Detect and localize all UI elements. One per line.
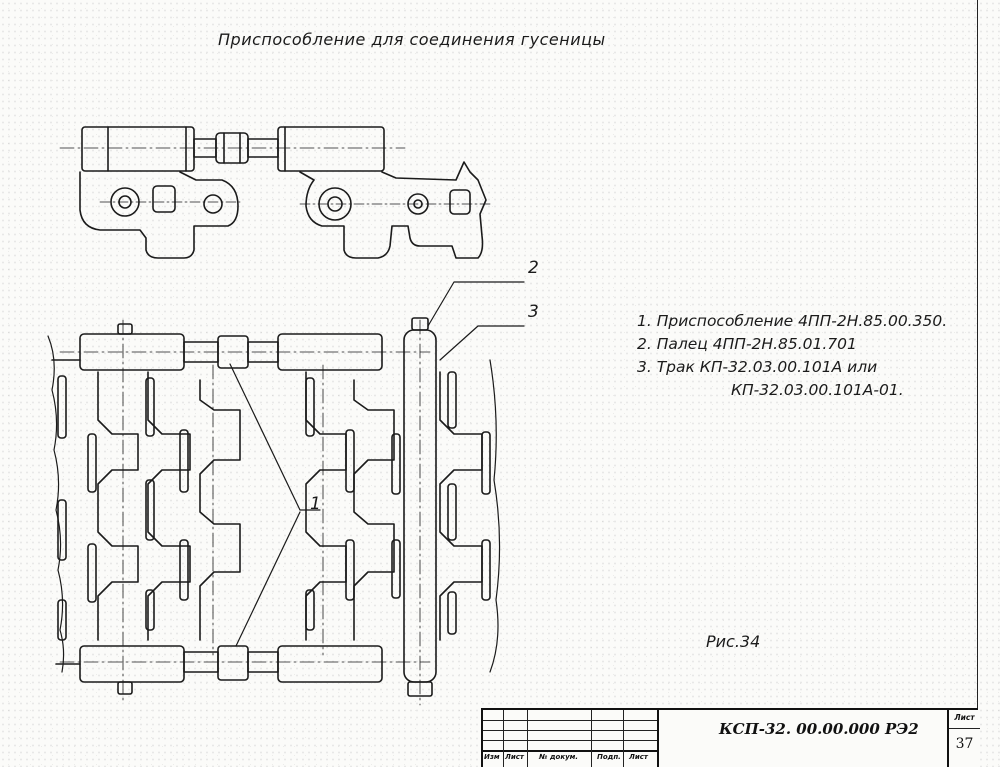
leader-2 [427,281,525,327]
right-link-profile [299,161,487,259]
frame-border [977,0,978,767]
device-bottom-left-housing [79,645,185,683]
revision-table: Изм Лист № докум. Подп. Лист [483,710,659,767]
figure-label: Рис.34 [706,632,761,651]
legend-item-2: 2. Палец 4ПП-2Н.85.01.701 [637,335,857,353]
callout-3: 3 [528,302,539,322]
track-edge-left [47,335,65,673]
leader-1b [235,511,301,647]
sheet-number-cell: Лист 37 [947,710,980,767]
left-housing [81,126,195,172]
link-right-serpentine [439,371,483,641]
leader-1a [229,363,321,511]
track-edge-right [489,359,501,673]
right-housing [277,126,385,172]
link-left-serpentine [97,371,139,641]
parts-legend: 1. Приспособление 4ПП-2Н.85.00.350. 2. П… [637,310,947,402]
title-block: Изм Лист № докум. Подп. Лист КСП-32. 00.… [481,708,980,767]
device-bottom-right-housing [277,645,383,683]
legend-item-3-alt: КП-32.03.00.101А-01. [731,381,904,399]
drawing-title: Приспособление для соединения гусеницы [218,30,606,49]
legend-item-1: 1. Приспособление 4ПП-2Н.85.00.350. [637,312,948,330]
sheet-label: Лист [954,713,975,722]
callout-2: 2 [528,258,539,278]
left-link-profile [79,171,239,259]
legend-item-3: 3. Трак КП-32.03.00.101А или [637,358,878,376]
sheet-number: 37 [955,736,974,752]
device-bottom-nut [217,645,249,681]
header-signature: Подп. [597,753,621,761]
leader-3 [439,325,525,361]
plan-view [47,281,525,706]
header-izm: Изм [484,753,500,761]
device-top-right-housing [277,333,383,371]
header-doc-number: № докум. [539,753,579,761]
document-designation: КСП-32. 00.00.000 РЭ2 [719,720,919,738]
link-center-serpentine [305,371,347,641]
header-date: Лист [629,753,648,761]
header-list: Лист [505,753,524,761]
side-view [59,126,491,259]
pin-hole-right [203,194,223,214]
callout-1: 1 [310,494,321,514]
